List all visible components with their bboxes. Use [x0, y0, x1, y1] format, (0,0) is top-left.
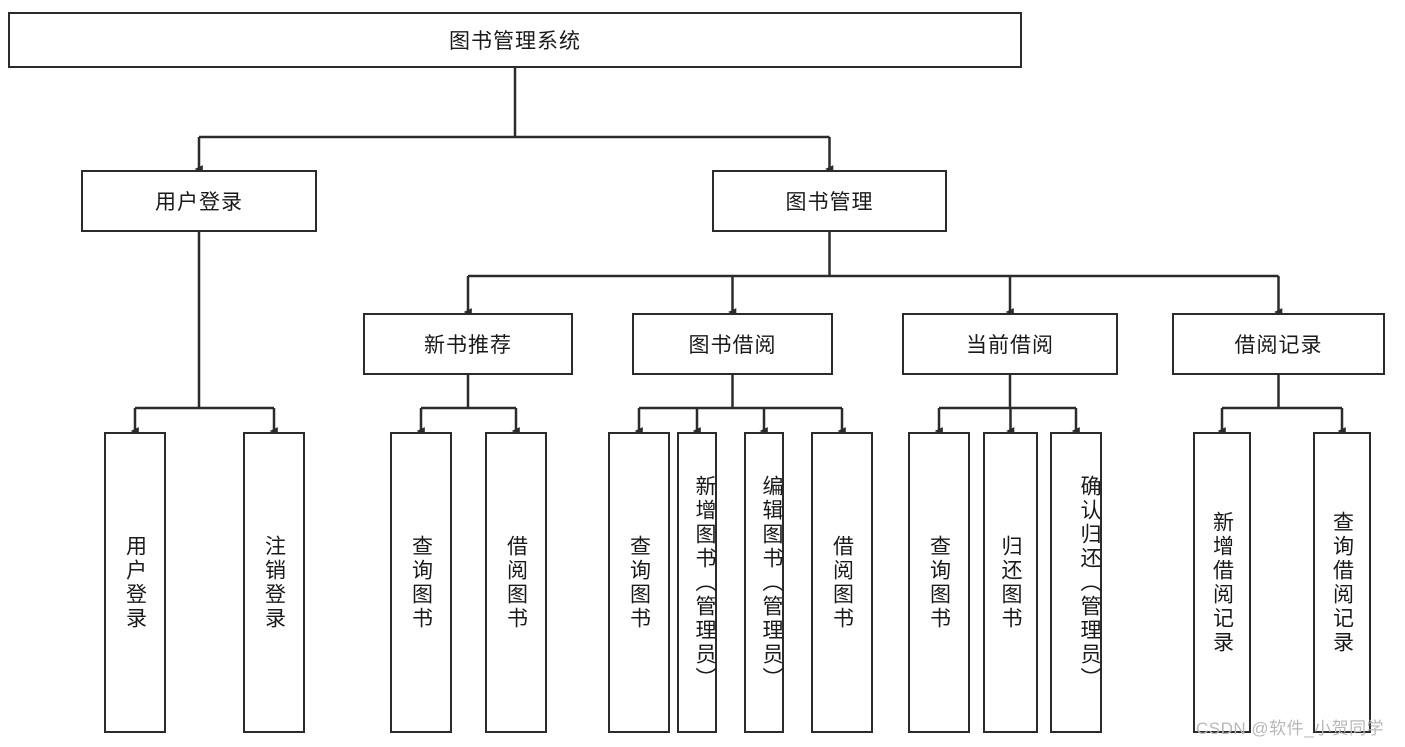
node-label: 图书借阅	[688, 334, 777, 357]
node-newbook[interactable]: 新书推荐	[363, 313, 573, 375]
node-label: 查询图书	[409, 534, 433, 631]
node-label: 借阅图书	[830, 534, 854, 631]
node-leaf-borrow-add[interactable]: 新增图书（管理员）	[677, 432, 717, 733]
node-label: 用户登录	[155, 191, 243, 214]
node-bookmgmt[interactable]: 图书管理	[712, 170, 947, 232]
node-leaf-record-add[interactable]: 新增借阅记录	[1193, 432, 1251, 733]
node-label: 查询借阅记录	[1330, 510, 1354, 655]
node-label: 用户登录	[123, 534, 147, 631]
node-leaf-new-borrow[interactable]: 借阅图书	[485, 432, 547, 733]
node-label: 确认归还（管理员）	[1078, 474, 1101, 691]
node-label: 图书管理系统	[449, 30, 581, 53]
node-root[interactable]: 图书管理系统	[8, 12, 1022, 68]
node-current[interactable]: 当前借阅	[902, 313, 1118, 375]
node-borrow[interactable]: 图书借阅	[632, 313, 833, 375]
node-label: 编辑图书（管理员）	[760, 474, 783, 691]
node-leaf-new-query[interactable]: 查询图书	[390, 432, 452, 733]
node-label: 归还图书	[999, 534, 1022, 631]
node-leaf-record-query[interactable]: 查询借阅记录	[1313, 432, 1371, 733]
node-label: 新增借阅记录	[1210, 510, 1234, 655]
node-label: 注销登录	[262, 534, 286, 631]
node-label: 新增图书（管理员）	[693, 474, 716, 691]
node-label: 图书管理	[785, 191, 874, 214]
node-label: 借阅记录	[1234, 334, 1323, 357]
node-records[interactable]: 借阅记录	[1172, 313, 1385, 375]
node-label: 查询图书	[927, 534, 951, 631]
edge-group	[130, 68, 1346, 435]
node-leaf-borrow-query[interactable]: 查询图书	[608, 432, 670, 733]
node-leaf-current-query[interactable]: 查询图书	[908, 432, 970, 733]
node-leaf-current-return[interactable]: 归还图书	[983, 432, 1038, 733]
node-login[interactable]: 用户登录	[81, 170, 317, 232]
node-leaf-borrow-edit[interactable]: 编辑图书（管理员）	[744, 432, 784, 733]
node-label: 当前借阅	[966, 334, 1054, 357]
node-label: 查询图书	[627, 534, 651, 631]
node-leaf-user-login[interactable]: 用户登录	[104, 432, 166, 733]
node-leaf-borrow-lend[interactable]: 借阅图书	[811, 432, 873, 733]
node-label: 新书推荐	[424, 334, 512, 357]
node-leaf-current-confirm[interactable]: 确认归还（管理员）	[1050, 432, 1102, 733]
node-leaf-user-logout[interactable]: 注销登录	[243, 432, 305, 733]
node-label: 借阅图书	[504, 534, 528, 631]
